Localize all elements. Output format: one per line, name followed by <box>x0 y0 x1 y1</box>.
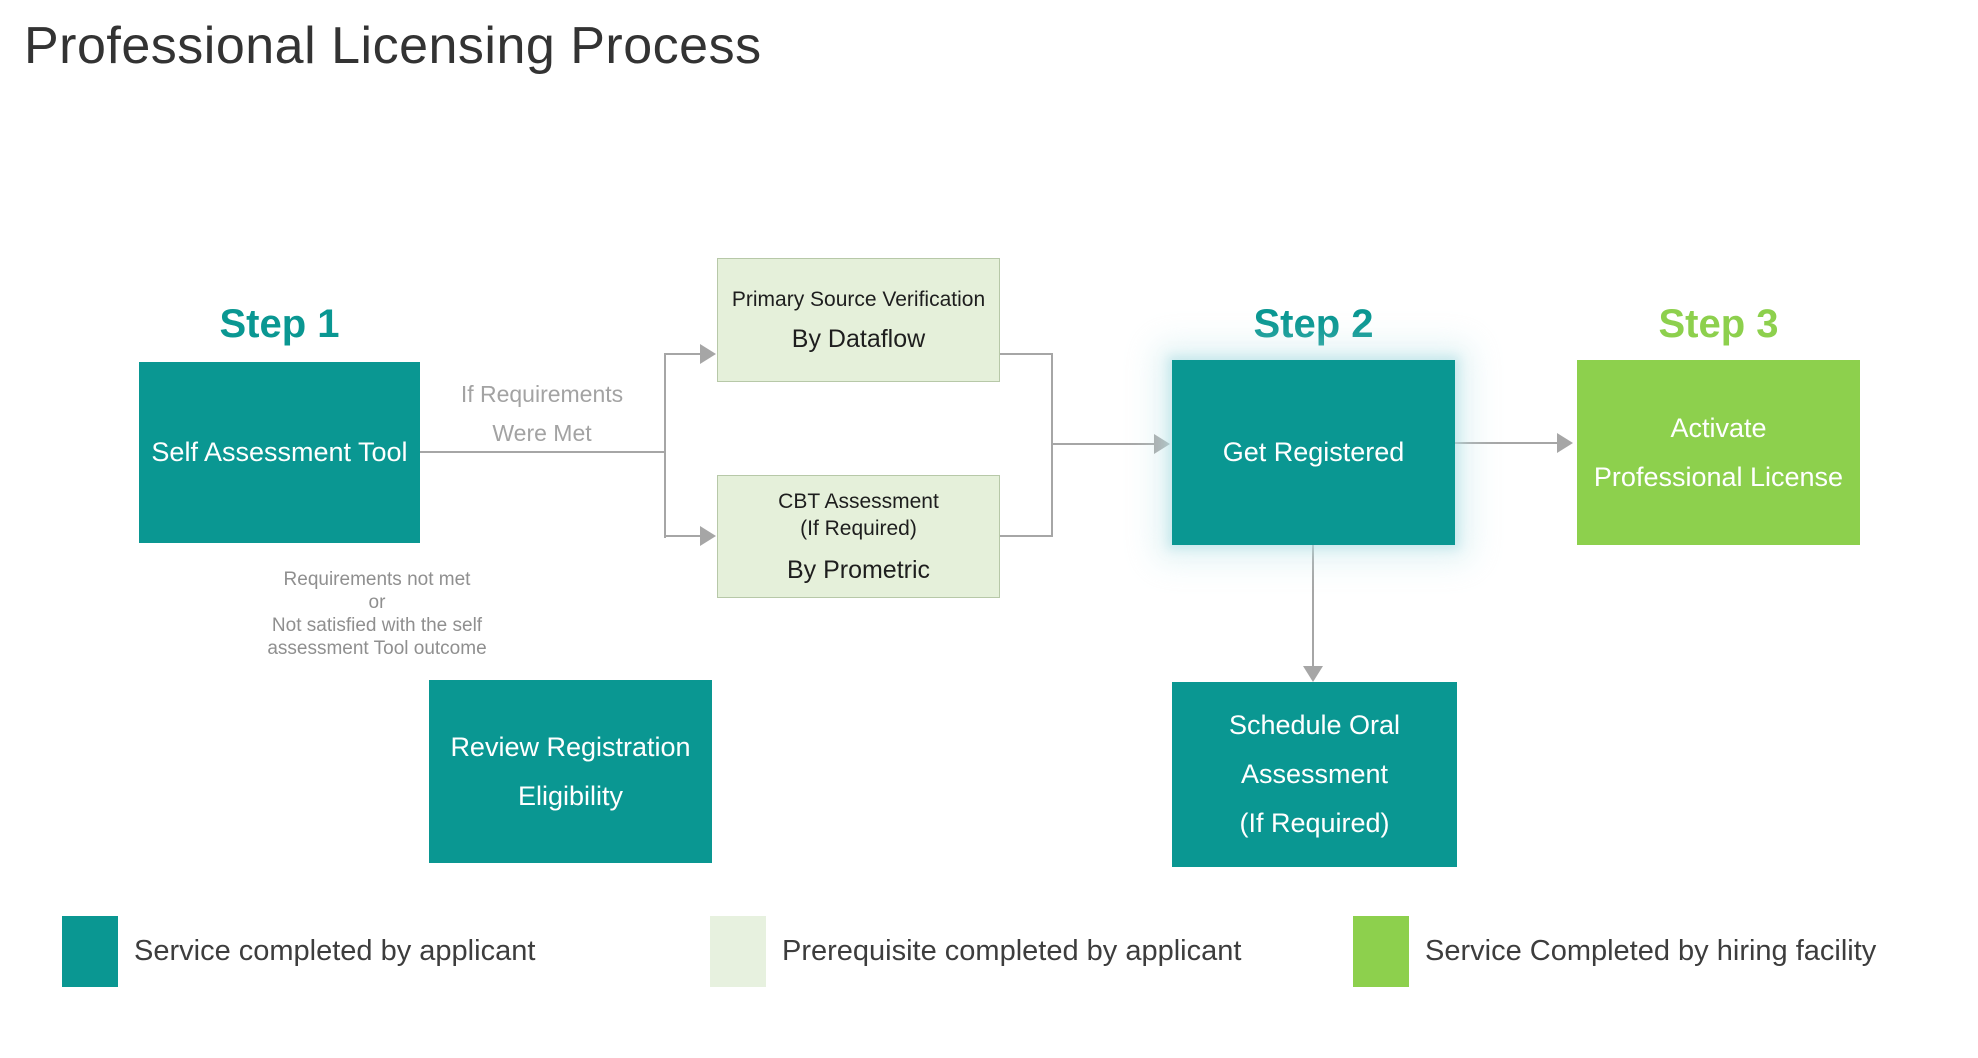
node-schedule-oral-assessment: Schedule Oral Assessment (If Required) <box>1172 682 1457 867</box>
connector-psv-to-merge <box>1000 353 1053 355</box>
activate-line2: Professional License <box>1593 461 1844 492</box>
step1-label: Step 1 <box>219 302 340 346</box>
activate-line1: Activate <box>1670 412 1767 443</box>
legend-label-hiring-facility: Service Completed by hiring facility <box>1425 935 1877 967</box>
node-get-registered: Get Registered <box>1172 360 1455 545</box>
requirements-not-met-line4: assessment Tool outcome <box>267 638 487 659</box>
review-line1: Review Registration <box>450 731 691 762</box>
requirements-not-met-line1: Requirements not met <box>283 569 471 590</box>
review-line2: Eligibility <box>517 780 624 811</box>
page-title: Professional Licensing Process <box>24 17 762 75</box>
connector-branch-to-psv <box>664 353 702 355</box>
step2-label: Step 2 <box>1253 302 1374 346</box>
psv-line2: By Dataflow <box>791 325 926 353</box>
connector-branch-vertical <box>664 354 666 538</box>
node-review-registration-eligibility: Review Registration Eligibility <box>429 680 712 863</box>
connector-register-to-activate <box>1455 442 1559 444</box>
connector-self-to-branch <box>420 451 665 453</box>
cbt-line1: CBT Assessment <box>778 490 939 513</box>
legend-label-applicant-service: Service completed by applicant <box>134 935 536 967</box>
connector-merge-to-register <box>1051 443 1156 445</box>
node-self-assessment-tool: Self Assessment Tool <box>139 362 420 543</box>
requirements-not-met-note: Requirements not met or Not satisfied wi… <box>212 568 542 660</box>
legend-item-applicant-service: Service completed by applicant <box>62 916 535 987</box>
arrowhead-into-psv-icon <box>700 344 716 364</box>
step3-label: Step 3 <box>1658 302 1779 346</box>
requirements-met-line2: Were Met <box>492 420 592 446</box>
oral-line1: Schedule Oral <box>1228 710 1401 740</box>
oral-line2: Assessment <box>1240 759 1389 789</box>
connector-branch-to-cbt <box>664 535 702 537</box>
legend-label-prerequisite: Prerequisite completed by applicant <box>782 935 1242 967</box>
legend-swatch-light-green <box>710 916 766 987</box>
cbt-line2: (If Required) <box>800 517 917 540</box>
arrowhead-into-register-icon <box>1154 434 1170 454</box>
connector-register-to-oral <box>1312 545 1314 667</box>
connector-merge-vertical <box>1051 353 1053 537</box>
node-get-registered-label: Get Registered <box>1222 437 1405 467</box>
arrowhead-into-cbt-icon <box>700 526 716 546</box>
arrowhead-into-oral-icon <box>1303 666 1323 682</box>
requirements-met-line1: If Requirements <box>460 381 624 407</box>
legend-item-prerequisite: Prerequisite completed by applicant <box>710 916 1241 987</box>
connector-cbt-to-merge <box>1000 535 1053 537</box>
requirements-not-met-line3: Not satisfied with the self <box>271 615 483 636</box>
arrowhead-into-activate-icon <box>1557 433 1573 453</box>
legend-swatch-teal <box>62 916 118 987</box>
oral-line3: (If Required) <box>1239 808 1390 838</box>
node-cbt-assessment: CBT Assessment (If Required) By Prometri… <box>717 475 1000 598</box>
node-activate-professional-license: Activate Professional License <box>1577 360 1860 545</box>
psv-line1: Primary Source Verification <box>731 288 986 311</box>
cbt-line3: By Prometric <box>786 556 931 584</box>
legend-swatch-green <box>1353 916 1409 987</box>
node-self-assessment-label: Self Assessment Tool <box>151 437 408 467</box>
legend-item-hiring-facility: Service Completed by hiring facility <box>1353 916 1876 987</box>
requirements-met-note: If Requirements Were Met <box>420 375 664 453</box>
node-primary-source-verification: Primary Source Verification By Dataflow <box>717 258 1000 382</box>
requirements-not-met-line2: or <box>368 592 386 613</box>
